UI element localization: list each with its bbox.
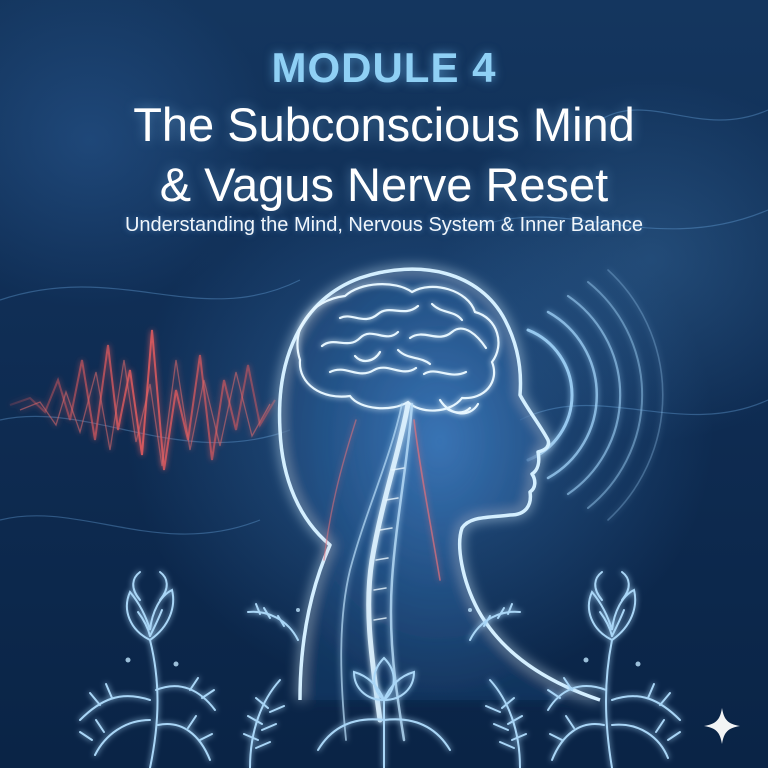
background-streaks xyxy=(0,109,768,535)
decorative-dots xyxy=(125,608,641,667)
subtitle: Understanding the Mind, Nervous System &… xyxy=(124,214,644,236)
brain-icon xyxy=(296,283,500,415)
sound-waves-icon xyxy=(526,269,664,521)
stress-pulse-icon xyxy=(9,329,276,471)
module-label: MODULE 4 xyxy=(271,44,497,91)
sparkle-icon xyxy=(704,708,740,744)
botanical-flowers-icon xyxy=(79,571,681,768)
title-line-1: The Subconscious Mind xyxy=(133,98,635,151)
vagus-nerve-icon xyxy=(323,401,441,742)
head-silhouette-icon xyxy=(277,267,601,702)
title-line-2: & Vagus Nerve Reset xyxy=(159,158,609,211)
